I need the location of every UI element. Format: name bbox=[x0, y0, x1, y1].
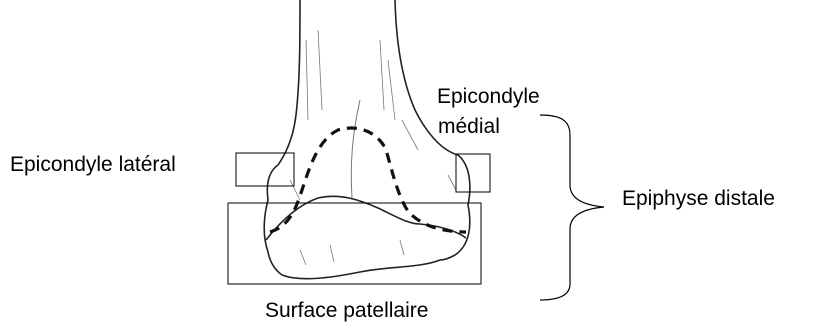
epiphysis-brace bbox=[540, 115, 604, 300]
medial-epicondyle-label-line1: Epicondyle bbox=[437, 82, 540, 112]
patellar-surface-label: Surface patellaire bbox=[265, 299, 428, 323]
condyle-distal-outline bbox=[282, 260, 440, 279]
lateral-condyle-outline bbox=[264, 165, 282, 275]
distal-epiphysis-label: Epiphyse distale bbox=[622, 187, 775, 211]
lateral-epicondyle-label: Epicondyle latéral bbox=[10, 153, 176, 177]
inner-ridge bbox=[351, 100, 360, 198]
medial-epicondyle-label-line2: médial bbox=[437, 112, 540, 142]
femur-shaft-outline bbox=[278, 0, 300, 165]
epiphyseal-line-dashed bbox=[270, 128, 466, 232]
medial-epicondyle-box bbox=[456, 154, 490, 192]
lateral-epicondyle-box bbox=[236, 153, 294, 186]
medial-epicondyle-label: Epicondyle médial bbox=[437, 82, 540, 142]
bone-shading bbox=[290, 30, 456, 265]
medial-condyle-outline bbox=[440, 155, 470, 260]
